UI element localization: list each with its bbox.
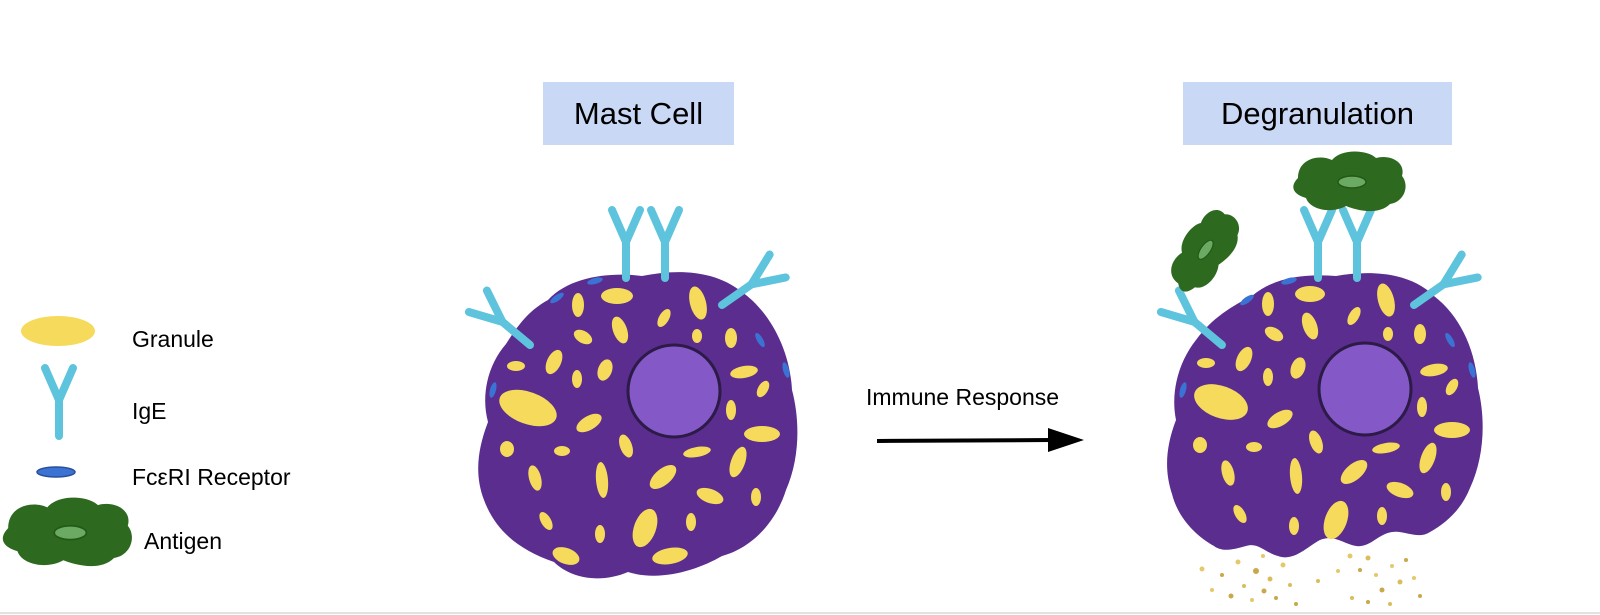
legend-antigen-label: Antigen [144, 528, 223, 554]
degranulated-cell [1158, 150, 1483, 606]
degranulated-cell-nucleus [1317, 341, 1413, 437]
immune-response-label: Immune Response [866, 384, 1060, 410]
mast-cell [469, 210, 798, 579]
legend-granule-label: Granule [132, 326, 214, 352]
legend-receptor-label: FcεRI Receptor [132, 464, 291, 490]
degranulation-title: Degranulation [1183, 82, 1452, 145]
legend [1, 316, 133, 568]
mast-cell-nucleus [626, 343, 722, 439]
degranulated-cell-receptors [1179, 277, 1476, 398]
mast-cell-granules [499, 286, 780, 565]
immune-response-arrow [876, 428, 1084, 452]
legend-ige-label: IgE [132, 398, 167, 424]
legend-granule-icon [21, 316, 95, 346]
degranulated-cell-granules [1193, 283, 1470, 540]
legend-antigen-icon [1, 496, 133, 568]
antigen-left [1158, 200, 1250, 303]
mast-cell-receptors [489, 277, 790, 398]
released-granule-particles [1199, 553, 1422, 606]
mast-cell-title: Mast Cell [543, 82, 734, 145]
antigen-top [1292, 150, 1407, 212]
legend-receptor-icon [36, 466, 76, 478]
legend-ige-icon [45, 368, 73, 436]
